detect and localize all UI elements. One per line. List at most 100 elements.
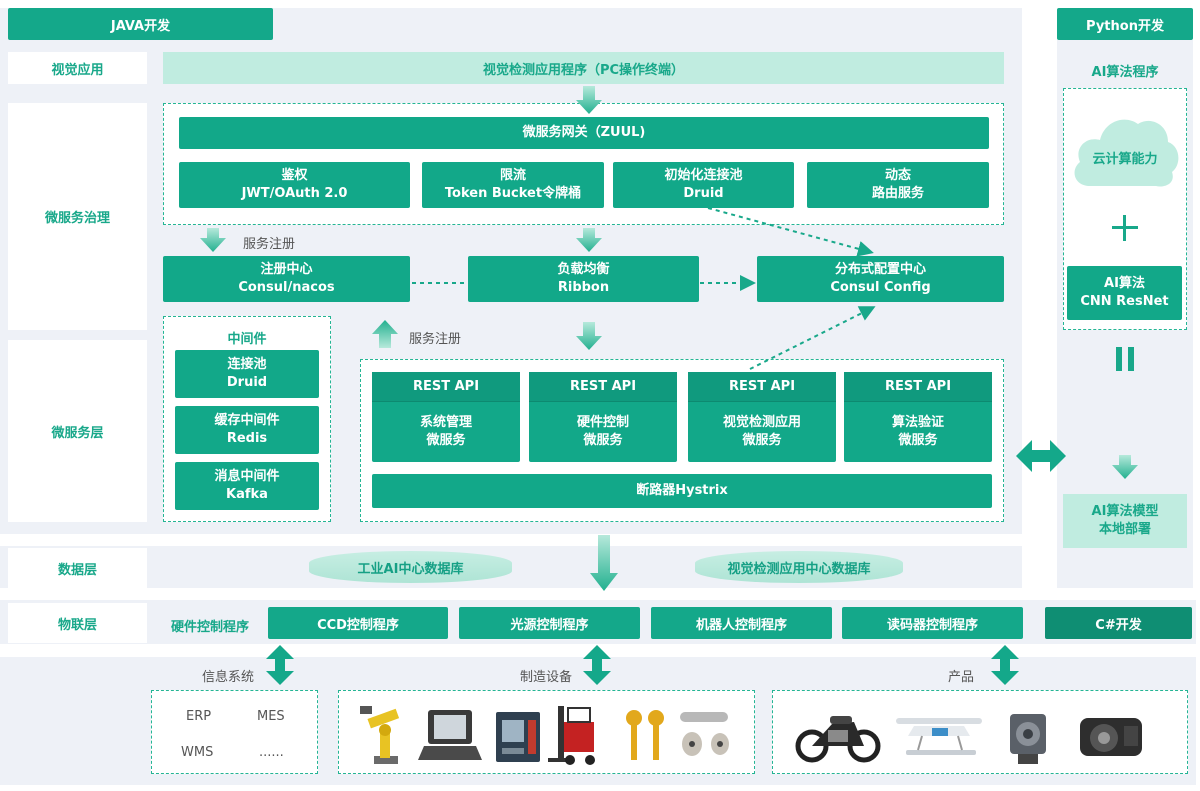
gateway-title: 微服务网关（ZUUL) (179, 117, 989, 149)
python-header: Python开发 (1057, 8, 1193, 40)
info-system-label: 信息系统 (202, 670, 255, 685)
gateway-item-line2: 路由服务 (871, 186, 924, 201)
product-label: 产品 (948, 670, 975, 685)
generator-icon (1080, 718, 1142, 756)
gateway-item-pool: 初始化连接池 Druid (613, 162, 794, 208)
python-algo-line2: CNN ResNet (1080, 294, 1169, 309)
config-line1: 分布式配置中心 (834, 262, 926, 277)
gateway-item-line2: Druid (683, 186, 724, 201)
layer-label-micro: 微服务层 (8, 340, 147, 522)
equipment-box (338, 690, 755, 774)
python-algo-box: AI算法 CNN ResNet (1067, 266, 1182, 320)
middleware-line2: Druid (226, 375, 268, 390)
python-algo-line1: AI算法 (1104, 276, 1145, 291)
python-ai-program-title: AI算法程序 (1091, 65, 1159, 80)
config-line2: Consul Config (830, 280, 931, 295)
balancer-line2: Ribbon (557, 280, 610, 295)
robot-arm-icon (360, 706, 400, 764)
middleware-item-kafka: 消息中间件 Kafka (175, 462, 319, 510)
double-arrow-vertical-icon (583, 645, 611, 685)
circuit-breaker: 断路器Hystrix (372, 474, 992, 508)
middleware-item-druid: 连接池 Druid (175, 350, 319, 398)
registry-center: 注册中心 Consul/nacos (163, 256, 410, 302)
middleware-line2: Kafka (226, 487, 268, 502)
visual-app-bar: 视觉检测应用程序（PC操作终端） (163, 52, 1004, 84)
sensor-strip-icon (626, 710, 664, 760)
python-model-box: AI算法模型 本地部署 (1063, 494, 1187, 548)
seaplane-icon (896, 718, 982, 755)
gateway-item-routing: 动态 路由服务 (807, 162, 989, 208)
info-item-mes: MES (257, 709, 285, 724)
service-line2: 微服务 (426, 433, 466, 448)
service-system: REST API 系统管理微服务 (372, 372, 520, 462)
gateway-item-line1: 鉴权 (281, 168, 308, 183)
arrow-down-icon (576, 322, 602, 350)
service-line1: 硬件控制 (576, 415, 629, 430)
plus-icon (1112, 215, 1138, 241)
motorcycle-icon (795, 716, 881, 763)
registry-line1: 注册中心 (260, 262, 313, 277)
config-center: 分布式配置中心 Consul Config (757, 256, 1004, 302)
middleware-title: 中间件 (227, 332, 267, 347)
equipment-label: 制造设备 (520, 670, 573, 685)
info-item-more: ...... (259, 745, 284, 760)
equals-icon (1116, 347, 1134, 371)
arrow-down-icon (576, 228, 602, 252)
arrow-down-icon (1112, 455, 1138, 479)
gateway-item-line1: 初始化连接池 (664, 168, 743, 183)
middleware-item-redis: 缓存中间件 Redis (175, 406, 319, 454)
gateway-item-line2: Token Bucket令牌桶 (444, 186, 582, 201)
arrow-up-icon (372, 320, 398, 348)
middleware-line1: 消息中间件 (214, 469, 280, 484)
service-line1: 算法验证 (891, 415, 944, 430)
layer-label-data: 数据层 (8, 548, 147, 588)
service-algorithm: REST API 算法验证微服务 (844, 372, 992, 462)
rest-api-label: REST API (688, 372, 836, 402)
database-visual-app: 视觉检测应用中心数据库 (695, 551, 903, 583)
gateway-item-ratelimit: 限流 Token Bucket令牌桶 (422, 162, 604, 208)
engine-icon (1010, 714, 1046, 764)
cloud-computing-label: 云计算能力 (1092, 152, 1158, 167)
product-images (795, 714, 1142, 764)
python-model-line1: AI算法模型 (1091, 504, 1159, 519)
arrow-down-icon (590, 535, 618, 591)
arrow-down-icon (576, 86, 602, 114)
rest-api-label: REST API (529, 372, 677, 402)
gateway-item-auth: 鉴权 JWT/OAuth 2.0 (179, 162, 410, 208)
load-balancer: 负载均衡 Ribbon (468, 256, 699, 302)
middleware-line1: 连接池 (227, 357, 267, 372)
rugged-laptop-icon (418, 710, 482, 760)
gateway-item-line2: JWT/OAuth 2.0 (241, 186, 348, 201)
layer-label-governance: 微服务治理 (8, 103, 147, 330)
double-arrow-vertical-icon (266, 645, 294, 685)
database-industrial-ai: 工业AI中心数据库 (309, 551, 512, 583)
service-line1: 系统管理 (419, 415, 472, 430)
dashed-connector (749, 306, 876, 370)
iot-hardware-label: 硬件控制程序 (171, 620, 250, 635)
service-hardware: REST API 硬件控制微服务 (529, 372, 677, 462)
equipment-images (360, 706, 729, 765)
gateway-item-line1: 限流 (499, 168, 526, 183)
iot-csharp-label: C#开发 (1045, 607, 1192, 639)
iot-light-program: 光源控制程序 (459, 607, 640, 639)
rest-api-label: REST API (372, 372, 520, 402)
layer-label-iot: 物联层 (8, 603, 147, 643)
info-item-wms: WMS (181, 745, 214, 760)
info-item-erp: ERP (186, 709, 212, 724)
service-line1: 视觉检测应用 (722, 415, 801, 430)
iot-reader-program: 读码器控制程序 (842, 607, 1023, 639)
cloud-icon (1074, 119, 1179, 187)
service-register-label-mid: 服务注册 (409, 332, 462, 347)
balancer-line1: 负载均衡 (557, 262, 610, 277)
iot-robot-program: 机器人控制程序 (651, 607, 832, 639)
service-register-label-top: 服务注册 (243, 237, 296, 252)
gateway-title-text: 微服务网关（ZUUL) (522, 125, 646, 140)
service-line2: 微服务 (742, 433, 782, 448)
info-system-box (151, 690, 318, 774)
service-line2: 微服务 (583, 433, 623, 448)
python-model-line2: 本地部署 (1098, 522, 1151, 537)
dashed-connector (707, 207, 874, 257)
spindle-icon (680, 712, 729, 756)
middleware-line1: 缓存中间件 (214, 413, 280, 428)
